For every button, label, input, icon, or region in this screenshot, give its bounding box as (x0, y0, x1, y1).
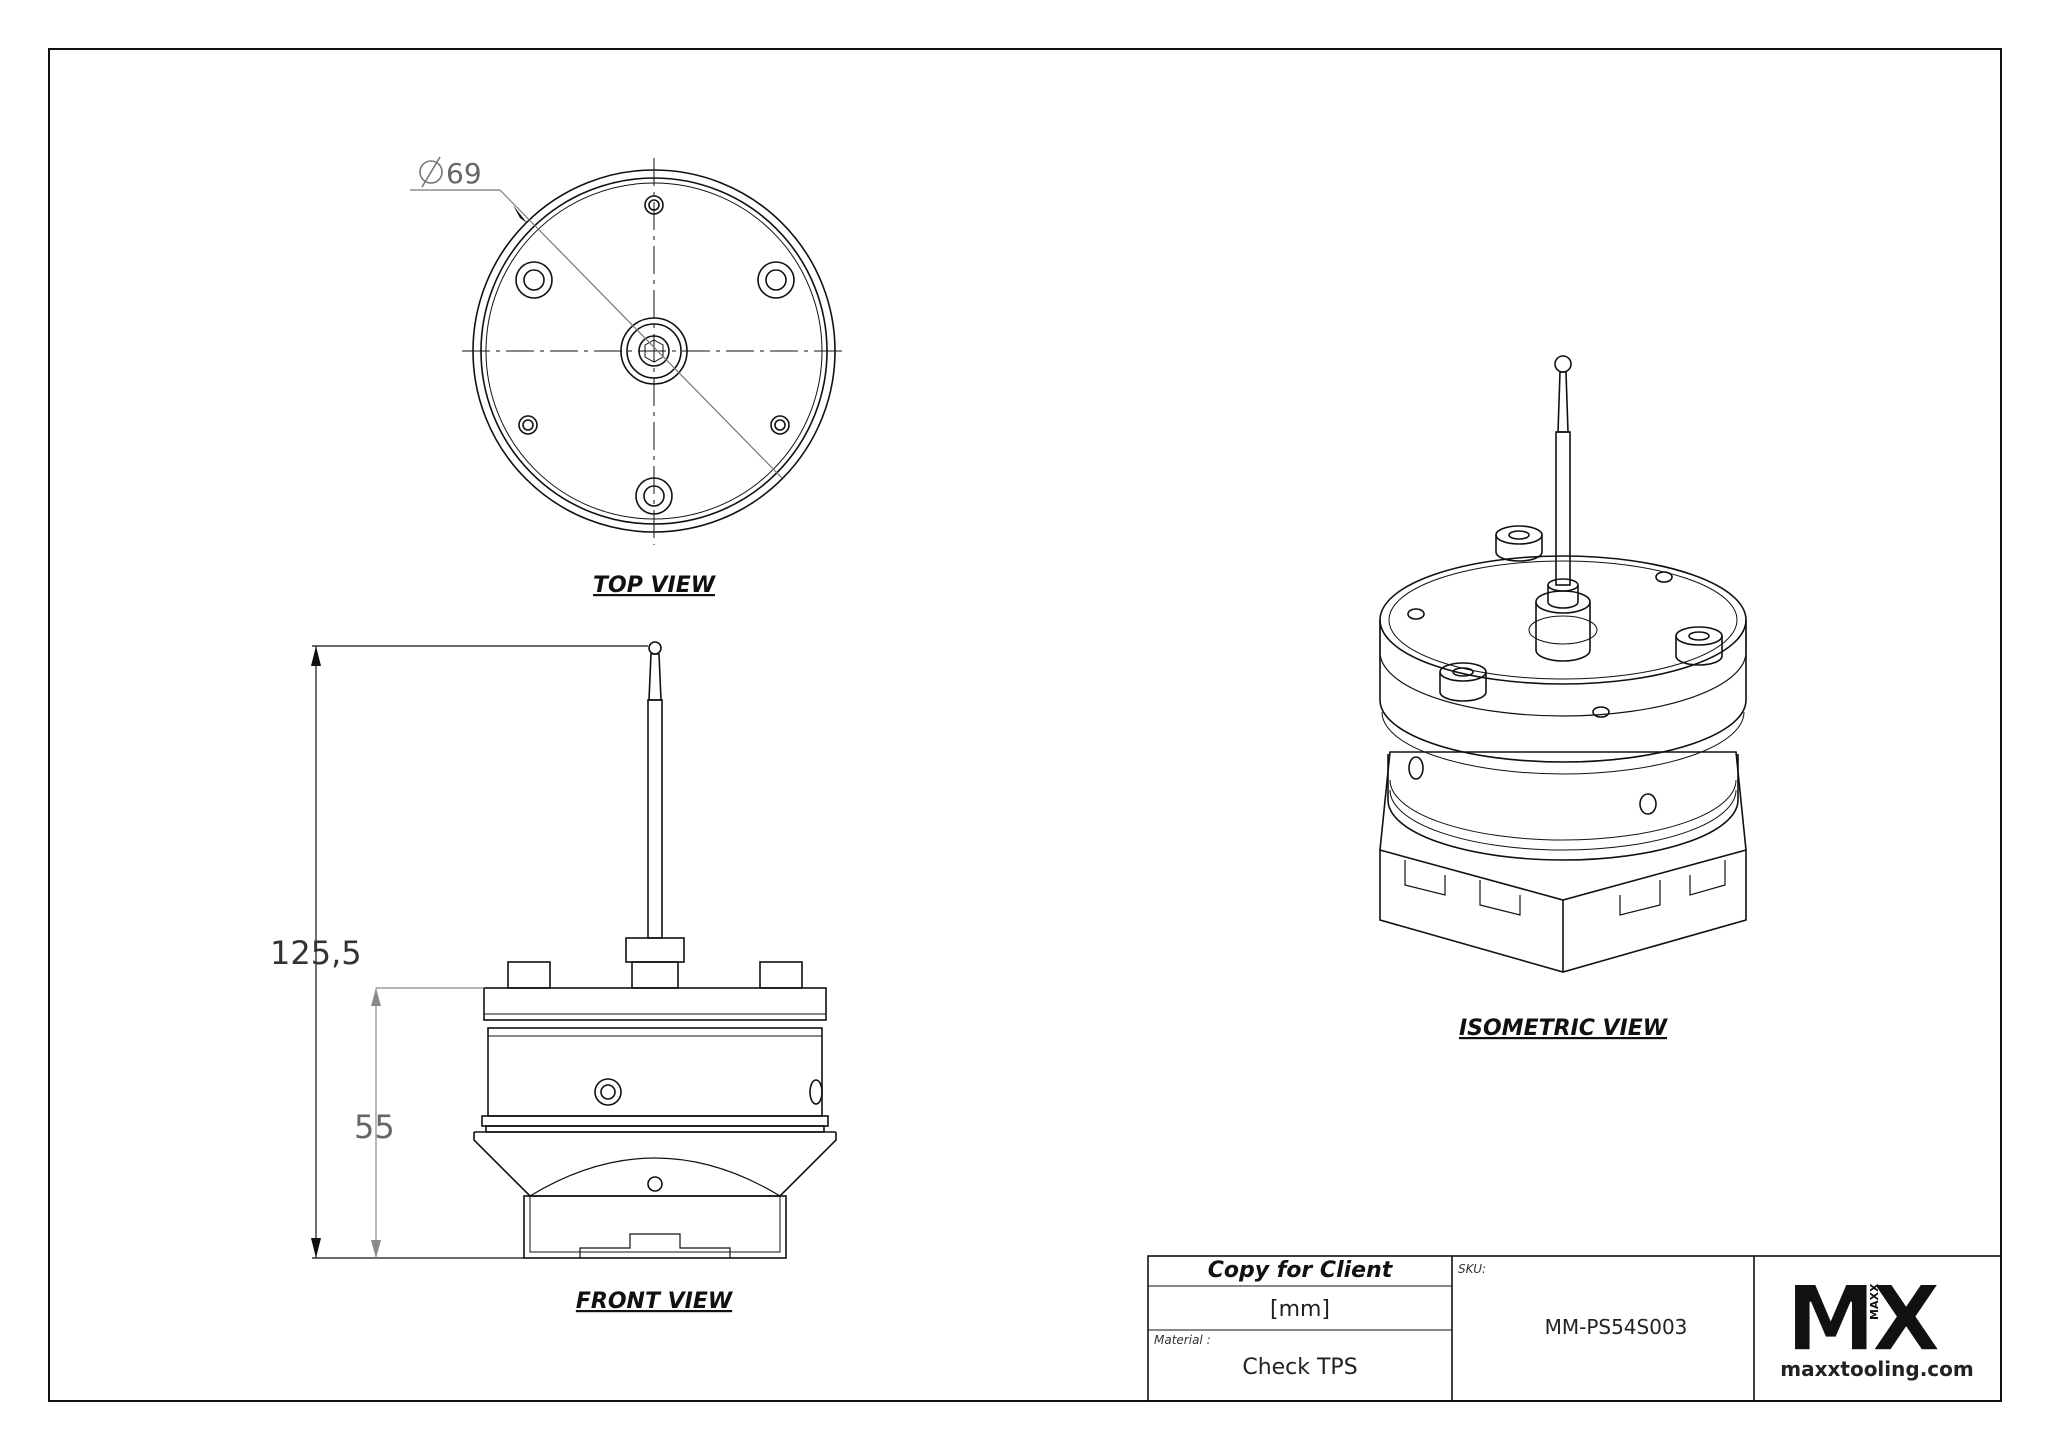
isometric-view (1379, 355, 1747, 973)
material-value: Check TPS (1242, 1355, 1357, 1380)
front-view (473, 641, 837, 1259)
website-text: maxxtooling.com (1780, 1357, 1973, 1381)
sku-value: MM-PS54S003 (1545, 1315, 1688, 1339)
diameter-dimension: 69 (419, 156, 482, 190)
isometric-view-label: ISOMETRIC VIEW (1459, 1016, 1669, 1041)
overall-height-dimension: 125,5 (270, 934, 362, 972)
sku-label: SKU: (1458, 1262, 1486, 1276)
top-view (410, 158, 848, 545)
logo-mark: MX (1786, 1267, 1940, 1372)
title-block (1147, 1255, 2002, 1402)
units-value: [mm] (1270, 1297, 1330, 1322)
front-dimensions (311, 645, 648, 1259)
title-block-heading: Copy for Client (1208, 1258, 1394, 1283)
sheet-border (48, 48, 2002, 1402)
body-height-dimension: 55 (354, 1108, 395, 1146)
maxx-logo: MX MAXX (1785, 1266, 1944, 1373)
top-view-label: TOP VIEW (593, 573, 717, 598)
diameter-value: 69 (446, 157, 482, 190)
diameter-symbol-icon (419, 160, 443, 184)
logo-sub-mark: MAXX (1868, 1283, 1881, 1320)
diameter-symbol-slash (421, 156, 441, 188)
front-view-label: FRONT VIEW (576, 1289, 734, 1314)
material-label: Material : (1154, 1333, 1211, 1347)
